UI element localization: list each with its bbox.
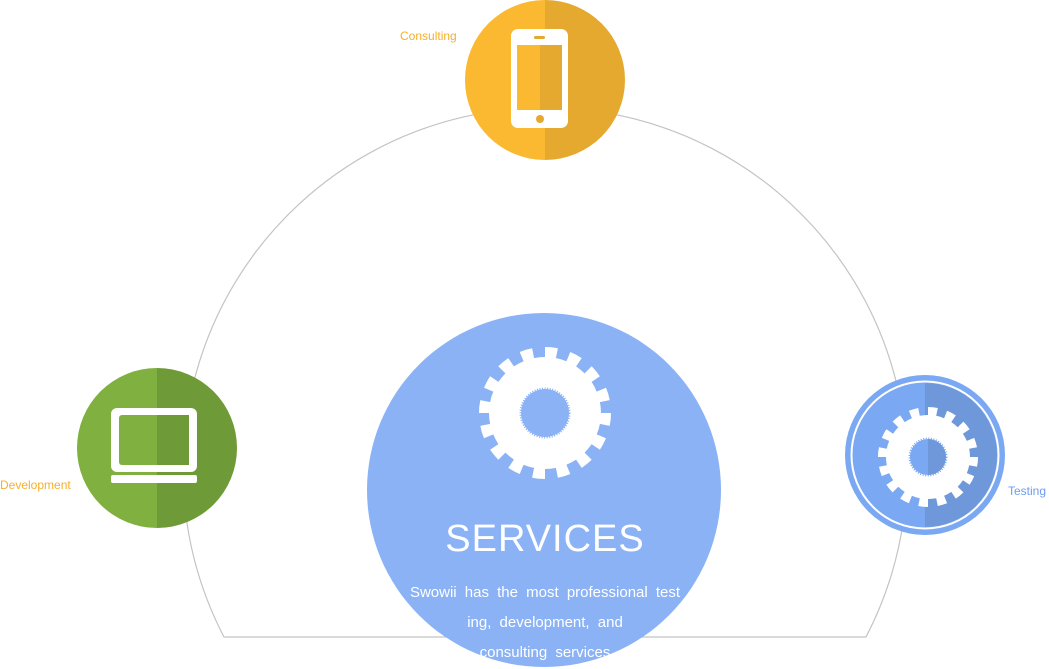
- description-line: ing, development, and: [467, 614, 623, 631]
- services-description: Swowii has the most professional test in…: [390, 578, 700, 668]
- consulting-label: Consulting: [400, 29, 457, 43]
- development-label: Development: [0, 478, 71, 492]
- consulting-node[interactable]: [465, 0, 625, 160]
- smartphone-icon: [511, 29, 568, 128]
- monitor-icon: [111, 408, 197, 483]
- development-node[interactable]: [77, 368, 237, 528]
- services-circle: [367, 313, 721, 667]
- services-gear-icon: [479, 347, 611, 479]
- description-line: consulting services: [479, 644, 611, 661]
- testing-node[interactable]: [845, 375, 1005, 535]
- services-title: SERVICES: [445, 518, 645, 560]
- description-line: Swowii has the most professional test: [409, 584, 681, 601]
- gear-icon: [878, 407, 978, 507]
- testing-label: Testing: [1008, 484, 1047, 498]
